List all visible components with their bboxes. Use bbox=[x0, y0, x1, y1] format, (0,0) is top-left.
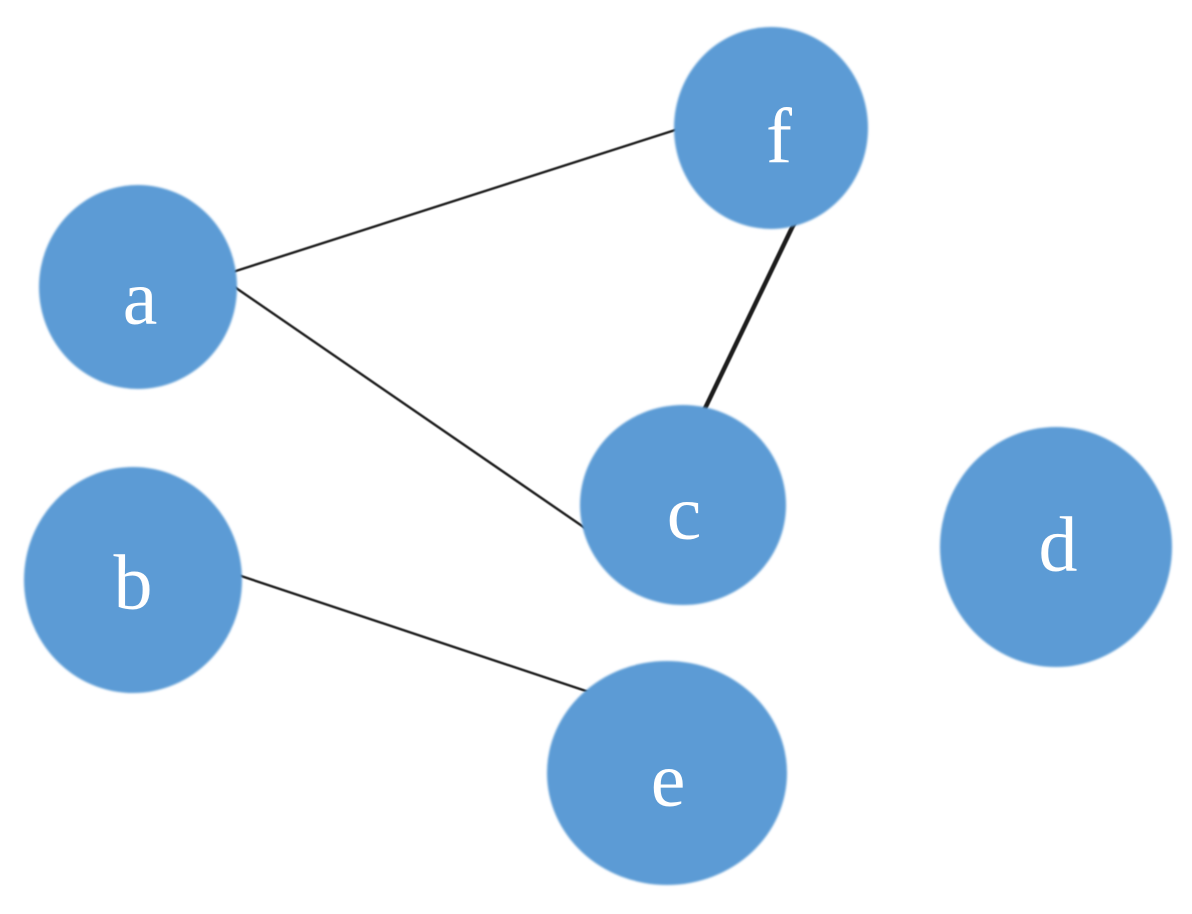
node-a[interactable]: a bbox=[39, 185, 237, 389]
node-c-circle[interactable] bbox=[580, 405, 786, 605]
edge-a-f[interactable] bbox=[212, 122, 696, 280]
node-d-circle[interactable] bbox=[940, 427, 1172, 667]
edge-a-c[interactable] bbox=[218, 275, 603, 541]
edge-b-e[interactable] bbox=[215, 566, 606, 699]
node-b-circle[interactable] bbox=[24, 467, 242, 693]
node-a-circle[interactable] bbox=[39, 185, 237, 389]
edge-f-c[interactable] bbox=[695, 206, 804, 426]
node-e-circle[interactable] bbox=[547, 661, 787, 885]
node-c[interactable]: c bbox=[580, 405, 786, 605]
node-f[interactable]: f bbox=[674, 27, 868, 229]
node-d[interactable]: d bbox=[940, 427, 1172, 667]
node-b[interactable]: b bbox=[24, 467, 242, 693]
edges-layer bbox=[212, 122, 804, 699]
node-e[interactable]: e bbox=[547, 661, 787, 885]
node-f-circle[interactable] bbox=[674, 27, 868, 229]
